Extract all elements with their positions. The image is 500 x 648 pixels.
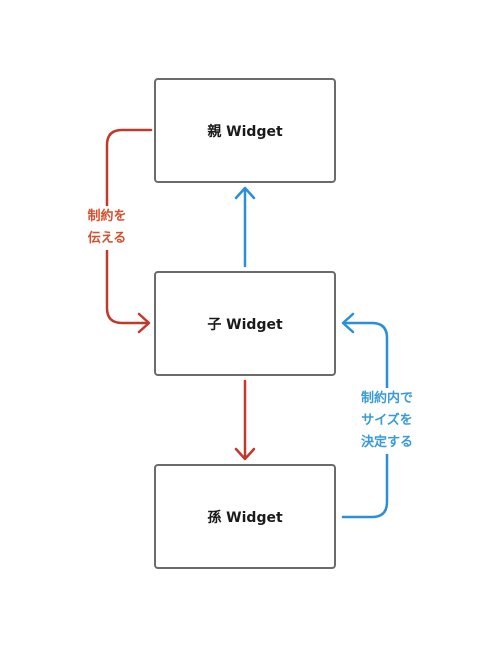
node-parent-widget: 親 Widget (154, 78, 336, 183)
annotation-line: 制約を (87, 209, 127, 224)
node-grandchild-label: 孫 Widget (207, 509, 283, 526)
node-parent-label: 親 Widget (207, 123, 283, 140)
annotation-pass-constraints: 制約を 伝える (80, 206, 134, 250)
node-child-label: 子 Widget (207, 316, 283, 333)
node-child-widget: 子 Widget (154, 271, 336, 376)
annotation-line: サイズを (361, 413, 413, 428)
arrowhead-parent-to-child-constraints (137, 312, 151, 334)
annotation-line: 決定する (360, 435, 413, 450)
annotation-line: 制約内で (360, 391, 413, 406)
annotation-size-within-constraints: 制約内で サイズを 決定する (352, 388, 422, 454)
arrowhead-child-to-grandchild-constraints (234, 447, 256, 461)
node-grandchild-widget: 孫 Widget (154, 464, 336, 569)
arrowhead-grandchild-to-child-size (341, 312, 355, 334)
arrowhead-child-to-parent-size (234, 186, 256, 200)
annotation-line: 伝える (87, 231, 127, 246)
